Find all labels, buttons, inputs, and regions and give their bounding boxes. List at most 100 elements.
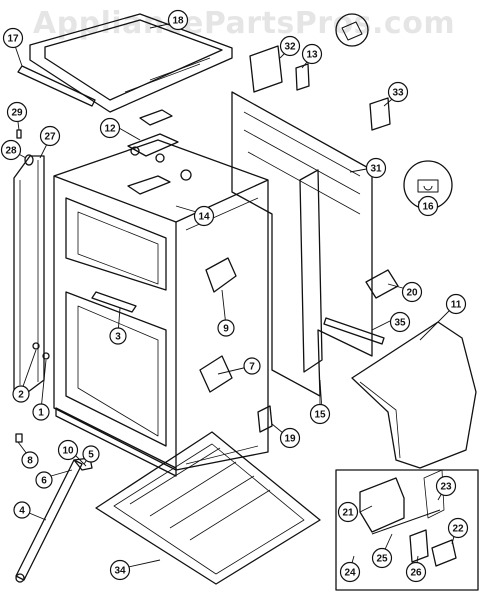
callout-label: 34	[114, 566, 126, 577]
callout-10: 10	[57, 439, 79, 461]
callout-22: 22	[447, 517, 469, 539]
callout-19: 19	[279, 427, 301, 449]
callout-7: 7	[243, 357, 261, 375]
callout-circle	[389, 311, 411, 333]
callout-2: 2	[12, 385, 30, 403]
callout-label: 31	[370, 164, 382, 175]
callout-label: 21	[342, 508, 354, 519]
callout-label: 18	[172, 16, 184, 27]
callout-15: 15	[309, 403, 331, 425]
screw-29	[16, 129, 22, 139]
callout-9: 9	[217, 319, 235, 337]
callout-circle	[32, 403, 50, 421]
callout-label: 7	[249, 362, 255, 373]
screw-2	[32, 342, 40, 350]
callout-6: 6	[35, 471, 53, 489]
callout-circle	[167, 9, 189, 31]
callout-circle	[365, 157, 387, 179]
callout-label: 33	[392, 88, 404, 99]
callout-label: 29	[11, 108, 23, 119]
callout-12: 12	[99, 117, 121, 139]
callout-label: 19	[284, 434, 296, 445]
vent-cover-33	[369, 97, 391, 131]
callout-label: 1	[38, 408, 44, 419]
callout-label: 6	[41, 476, 47, 487]
callout-label: 10	[62, 446, 74, 457]
callout-circle	[39, 125, 61, 147]
callout-label: 2	[18, 390, 24, 401]
callout-circle	[371, 547, 393, 569]
callout-label: 22	[452, 524, 464, 535]
callout-8: 8	[21, 451, 39, 469]
callout-14: 14	[193, 205, 215, 227]
callout-label: 9	[223, 324, 229, 335]
callout-circle	[339, 561, 361, 583]
callout-20: 20	[401, 281, 423, 303]
callout-18: 18	[167, 9, 189, 31]
callout-circle	[57, 439, 79, 461]
callout-circle	[337, 501, 359, 523]
callout-17: 17	[2, 27, 24, 49]
callout-1: 1	[32, 403, 50, 421]
callout-circle	[243, 357, 261, 375]
callout-circle	[109, 559, 131, 581]
strip-35	[323, 317, 385, 345]
callout-33: 33	[387, 81, 409, 103]
callout-circle	[301, 43, 323, 65]
callout-26: 26	[405, 561, 427, 583]
callout-label: 3	[115, 332, 121, 343]
callouts: 1234567891011121314151617181920212223242…	[0, 9, 469, 583]
bracket-32	[249, 45, 283, 93]
callout-label: 5	[88, 450, 94, 461]
bottom-tray	[95, 431, 321, 585]
callout-circle	[12, 385, 30, 403]
callout-circle	[82, 445, 100, 463]
grommet	[24, 154, 34, 166]
callout-circle	[447, 517, 469, 539]
callout-label: 28	[5, 146, 17, 157]
callout-label: 17	[7, 34, 19, 45]
inset-box-bottom	[335, 469, 479, 591]
callout-circle	[217, 319, 235, 337]
callout-label: 26	[410, 568, 422, 579]
callout-label: 16	[422, 202, 434, 213]
callout-label: 20	[406, 288, 418, 299]
thermostat-assembly	[127, 109, 179, 163]
callout-circle	[193, 205, 215, 227]
callout-25: 25	[371, 547, 393, 569]
callout-29: 29	[6, 101, 28, 123]
callout-label: 8	[27, 456, 33, 467]
screw-8	[15, 433, 23, 443]
callout-circle	[21, 451, 39, 469]
callout-label: 15	[314, 410, 326, 421]
callout-34: 34	[109, 559, 131, 581]
callout-circle	[279, 427, 301, 449]
callout-circle	[2, 27, 24, 49]
door-side-trim	[13, 155, 45, 393]
callout-21: 21	[337, 501, 359, 523]
callout-circle	[417, 195, 439, 217]
callout-11: 11	[445, 293, 467, 315]
callout-circle	[13, 501, 31, 519]
callout-label: 12	[104, 124, 116, 135]
callout-circle	[445, 293, 467, 315]
callout-circle	[401, 281, 423, 303]
callout-label: 24	[344, 568, 356, 579]
callout-16: 16	[417, 195, 439, 217]
front-strip-10	[55, 407, 177, 477]
callout-3: 3	[109, 327, 127, 345]
callout-circle	[35, 471, 53, 489]
oven-cavity	[53, 139, 269, 471]
rod-assembly	[15, 457, 93, 583]
callout-label: 32	[284, 42, 296, 53]
callout-circle	[99, 117, 121, 139]
callout-label: 11	[451, 300, 462, 311]
callout-24: 24	[339, 561, 361, 583]
inset-circle-top	[335, 13, 369, 47]
callout-31: 31	[365, 157, 387, 179]
callout-label: 23	[440, 482, 452, 493]
front-trim-strip	[17, 65, 96, 107]
bracket-19	[257, 405, 273, 433]
callout-label: 14	[198, 212, 210, 223]
